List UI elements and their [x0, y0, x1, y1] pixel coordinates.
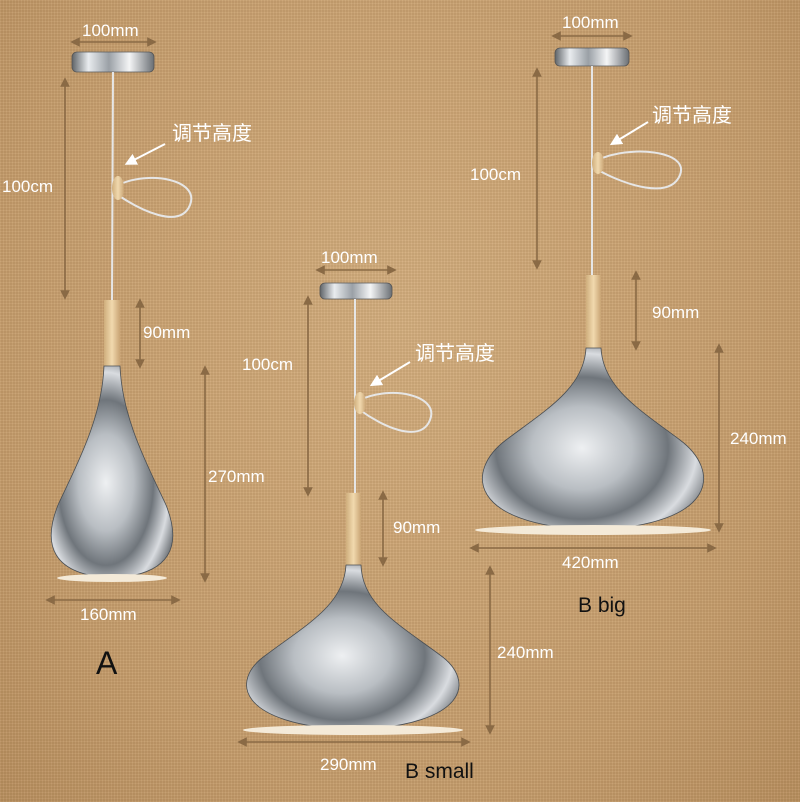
wood-stem-b-small: [346, 493, 361, 565]
label-b-big-shade-height: 240mm: [730, 429, 787, 448]
label-a-adjust: 调节高度: [172, 121, 252, 145]
pointer-a-adjust: [124, 143, 166, 165]
label-b-big-shade-width: 420mm: [562, 553, 619, 572]
label-b-big-adjust: 调节高度: [652, 103, 732, 127]
label-a-shade-width: 160mm: [80, 605, 137, 624]
shade-b-small: [246, 564, 460, 731]
label-b-small-adjust: 调节高度: [415, 341, 495, 365]
label-b-big-canopy: 100mm: [562, 13, 619, 32]
label-b-small-shade-width: 290mm: [320, 755, 377, 774]
shade-b-big-rim: [475, 525, 711, 535]
caption-b-big: B big: [578, 594, 626, 617]
pointer-b-big-adjust: [609, 121, 649, 146]
label-a-canopy: 100mm: [82, 21, 139, 40]
height-adjuster-b-small: [354, 392, 366, 414]
label-a-wood: 90mm: [143, 323, 190, 342]
shade-b-big: [482, 347, 704, 531]
wood-stem-b-big: [586, 275, 601, 348]
wood-stem-a: [104, 300, 120, 366]
lamp-b-small: 100mm 100cm 调节高度 90mm 240mm 290mm B smal…: [237, 248, 554, 783]
shade-b-small-rim: [243, 725, 463, 735]
lamp-b-big: 100mm 100cm 调节高度 90mm 240mm 420mm B big: [469, 13, 787, 617]
pointer-b-small-adjust: [369, 361, 411, 387]
canopy-a: [71, 51, 155, 73]
height-adjuster-b-big: [592, 152, 604, 174]
shade-a: [50, 365, 174, 579]
label-a-shade-height: 270mm: [208, 467, 265, 486]
cord-loop-a: [117, 177, 193, 218]
label-a-cord: 100cm: [2, 177, 53, 196]
caption-b-small: B small: [405, 760, 474, 783]
label-b-big-cord: 100cm: [470, 165, 521, 184]
label-b-small-cord: 100cm: [242, 355, 293, 374]
height-adjuster-a: [112, 176, 124, 200]
canopy-b-big: [554, 47, 630, 67]
lamp-a: 100mm 100cm 调节高度 90mm 270mm 160mm A: [2, 21, 265, 681]
label-b-big-wood: 90mm: [652, 303, 699, 322]
label-b-small-wood: 90mm: [393, 518, 440, 537]
shade-a-rim: [57, 574, 167, 582]
label-b-small-canopy: 100mm: [321, 248, 378, 267]
canopy-b-small: [319, 282, 393, 300]
cord-loop-b-small: [359, 392, 433, 433]
cord-loop-b-big: [597, 150, 683, 190]
label-b-small-shade-height: 240mm: [497, 643, 554, 662]
caption-a: A: [96, 645, 118, 681]
